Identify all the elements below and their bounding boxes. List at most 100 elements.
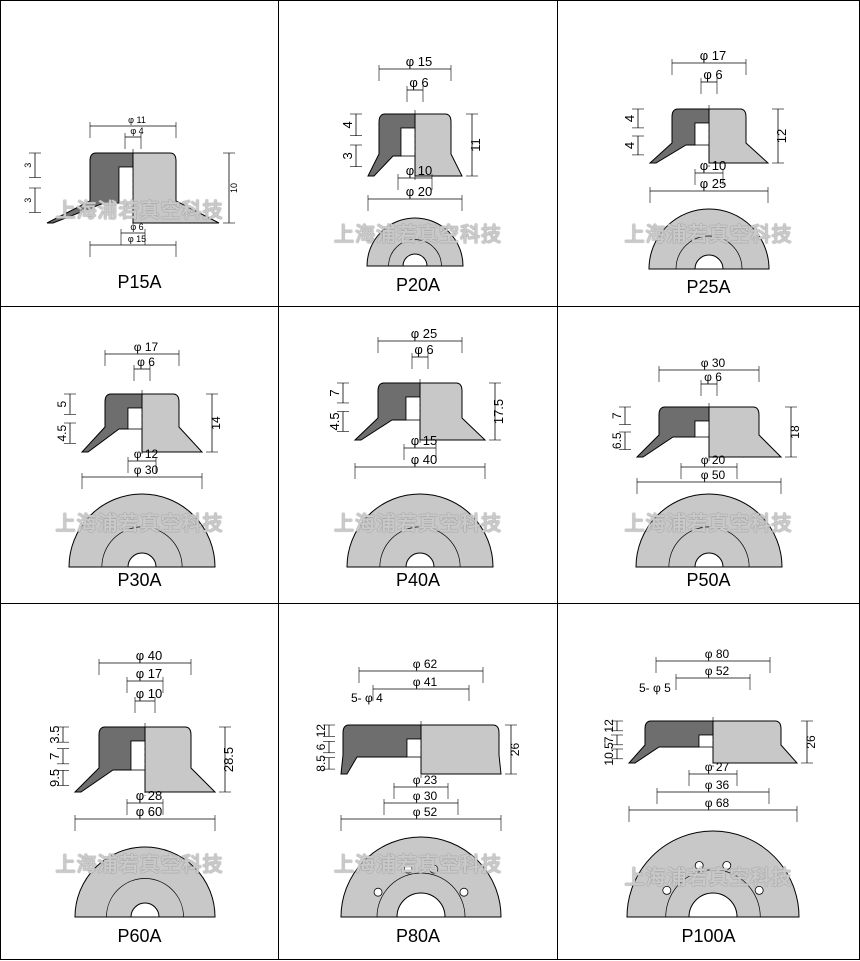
diameter-dimension: φ 52 bbox=[675, 664, 751, 690]
diameter-label: φ 6 bbox=[409, 75, 428, 90]
height-dimension: 8.5 bbox=[314, 755, 335, 772]
diameter-dimension: φ 50 bbox=[636, 468, 782, 494]
plan-view bbox=[366, 217, 464, 267]
diameter-dimension: φ 17 bbox=[671, 48, 747, 75]
plan-view bbox=[68, 493, 216, 568]
diameter-label: φ 6 bbox=[704, 370, 722, 384]
height-dimension: 26 bbox=[505, 724, 522, 775]
height-dimension: 18 bbox=[785, 406, 802, 458]
height-label: 3.5 bbox=[47, 726, 62, 744]
diameter-label: φ 20 bbox=[406, 184, 433, 199]
height-label: 26 bbox=[804, 735, 818, 749]
diameter-label: φ 41 bbox=[413, 675, 438, 689]
diameter-label: φ 12 bbox=[134, 447, 159, 461]
height-dimension: 26 bbox=[801, 720, 818, 764]
mounting-hole bbox=[754, 885, 764, 895]
diameter-dimension: 5- φ 5 bbox=[639, 681, 671, 695]
model-label: P30A bbox=[117, 570, 162, 590]
diameter-dimension: φ 6 bbox=[120, 222, 146, 245]
diameter-dimension: φ 25 bbox=[377, 326, 463, 353]
mounting-hole bbox=[722, 861, 732, 870]
mounting-hole bbox=[459, 887, 469, 897]
height-label: 26 bbox=[508, 743, 522, 757]
height-label: 10 bbox=[229, 183, 239, 193]
height-dimension: 14 bbox=[206, 393, 223, 453]
diameter-label: φ 23 bbox=[413, 773, 438, 787]
diameter-dimension: φ 41 bbox=[372, 675, 470, 701]
height-label: 12 bbox=[602, 719, 616, 733]
plan-view bbox=[635, 493, 783, 568]
height-dimension: 12 bbox=[602, 719, 623, 733]
diameter-dimension: φ 10 bbox=[134, 686, 163, 713]
diameter-label: φ 10 bbox=[136, 686, 163, 701]
height-label: 12 bbox=[314, 724, 328, 738]
diameter-label: φ 36 bbox=[705, 778, 730, 792]
height-dimension: 7 bbox=[602, 734, 623, 746]
diameter-label: φ 15 bbox=[406, 54, 433, 69]
diameter-dimension: φ 80 bbox=[655, 647, 771, 673]
height-label: 5 bbox=[55, 400, 69, 407]
diameter-label: φ 10 bbox=[406, 163, 433, 178]
diameter-dimension: φ 27 bbox=[688, 760, 738, 786]
diameter-dimension: φ 15 bbox=[403, 433, 437, 460]
diameter-dimension: φ 10 bbox=[397, 163, 433, 190]
cup-right-half bbox=[708, 406, 783, 458]
height-label: 9.5 bbox=[47, 769, 62, 787]
height-label: 4 bbox=[622, 142, 637, 149]
diameter-dimension: 5- φ 4 bbox=[351, 691, 383, 705]
height-label: 12 bbox=[774, 129, 789, 143]
diameter-label: φ 40 bbox=[136, 648, 163, 663]
diameter-label: φ 40 bbox=[411, 452, 438, 467]
diameter-dimension: φ 28 bbox=[126, 788, 164, 815]
height-label: 28.5 bbox=[221, 747, 236, 772]
cup-section-half bbox=[627, 720, 714, 764]
cup-right-half bbox=[708, 108, 770, 164]
cup-right-half bbox=[132, 152, 220, 224]
mounting-hole bbox=[662, 885, 672, 895]
diameter-dimension: φ 17 bbox=[126, 666, 164, 693]
diameter-label: 5- φ 4 bbox=[351, 691, 383, 705]
model-label: P40A bbox=[395, 570, 441, 590]
diameter-dimension: φ 20 bbox=[367, 184, 463, 211]
diameter-label: φ 68 bbox=[705, 796, 730, 810]
diameter-label: φ 52 bbox=[413, 805, 438, 819]
height-dimension: 12 bbox=[772, 108, 789, 164]
plan-view bbox=[626, 830, 800, 918]
plan-view bbox=[74, 846, 216, 918]
diameter-dimension: φ 40 bbox=[98, 648, 192, 675]
diameter-dimension: φ 68 bbox=[628, 796, 798, 822]
diameter-label: φ 28 bbox=[136, 788, 163, 803]
diameter-label: φ 6 bbox=[703, 67, 722, 82]
diameter-dimension: φ 4 bbox=[124, 126, 144, 149]
diameter-label: φ 27 bbox=[705, 760, 730, 774]
diameter-label: φ 20 bbox=[701, 453, 726, 467]
diameter-dimension: φ 23 bbox=[393, 773, 449, 799]
height-label: 4.5 bbox=[327, 412, 342, 430]
diameter-dimension: φ 25 bbox=[649, 176, 769, 203]
height-label: 7 bbox=[610, 412, 624, 419]
diameter-label: φ 6 bbox=[137, 355, 155, 369]
diameter-dimension: φ 15 bbox=[378, 54, 452, 81]
height-label: 8.5 bbox=[314, 755, 328, 772]
diameter-label: φ 6 bbox=[130, 222, 143, 232]
cup-section-half bbox=[73, 726, 146, 793]
cup-section-half bbox=[635, 406, 710, 458]
cup-right-half bbox=[712, 720, 799, 764]
height-dimension: 12 bbox=[314, 724, 335, 738]
diameter-dimension: φ 36 bbox=[656, 778, 770, 804]
diameter-dimension: φ 10 bbox=[694, 158, 726, 185]
height-dimension: 10.5 bbox=[602, 742, 623, 766]
bore-void bbox=[127, 407, 143, 430]
mounting-hole bbox=[694, 861, 704, 870]
diameter-dimension: φ 6 bbox=[406, 75, 429, 102]
height-dimension: 7 bbox=[47, 748, 69, 765]
diameter-dimension: φ 6 bbox=[133, 355, 155, 381]
height-dimension: 9.5 bbox=[47, 769, 69, 787]
diameter-label: φ 50 bbox=[701, 468, 726, 482]
